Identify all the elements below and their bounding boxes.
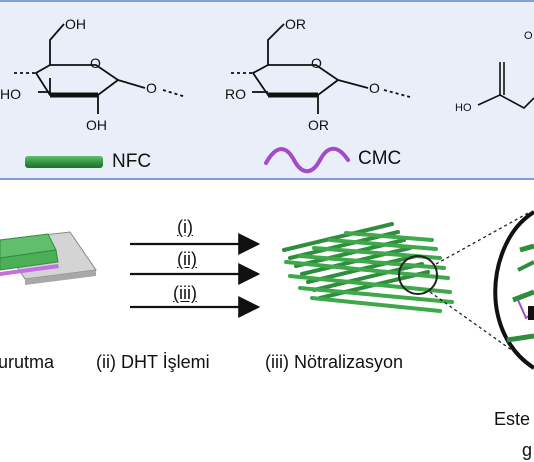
step-caption-dht: (ii) DHT İşlemi [96, 352, 210, 372]
zoom-line-bottom [429, 291, 521, 357]
chemistry-panel [0, 0, 534, 180]
nfc-legend-bar-icon [25, 156, 103, 168]
cmc-or-bottom-label: OR [308, 117, 329, 133]
cmc-ro-left-label: RO [225, 86, 246, 102]
cmc-wave-icon [264, 146, 350, 174]
nfc-oh-bottom-label: OH [86, 117, 107, 133]
cmc-link-o-label: O [369, 80, 380, 96]
process-arrows [130, 233, 261, 318]
nfc-link-o-label: O [146, 80, 157, 96]
step-caption-neutralization: (iii) Nötralizasyon [265, 352, 404, 372]
arrow-label-ii: (ii) [177, 249, 197, 269]
callout-circle [493, 210, 534, 370]
zoom-circle [398, 255, 438, 295]
callout-text-line1: Este [494, 409, 531, 429]
acid-fragment [477, 62, 534, 109]
cmc-legend-label: CMC [358, 148, 402, 169]
step-caption-drying: urutma [0, 352, 55, 372]
acid-ho-label: HO [455, 102, 472, 114]
arrow-label-i: (i) [177, 217, 193, 237]
cmc-glucose-ring [231, 23, 411, 114]
nfc-glucose-ring [14, 23, 187, 114]
nfc-ring-o-label: O [90, 55, 101, 71]
nfc-lattice-block [282, 222, 454, 313]
nfc-oh-top-label: OH [65, 16, 86, 32]
cmc-ring-o-label: O [311, 55, 322, 71]
film-slab-icon [0, 231, 97, 285]
callout-text-line2: g [522, 440, 533, 460]
acid-o-label: O [524, 30, 533, 42]
arrow-label-iii: (iii) [173, 283, 197, 303]
zoom-line-top [435, 211, 531, 265]
cmc-or-top-label: OR [285, 16, 306, 32]
nfc-legend-label: NFC [112, 151, 152, 172]
nfc-ho-left-label: HO [0, 86, 21, 102]
